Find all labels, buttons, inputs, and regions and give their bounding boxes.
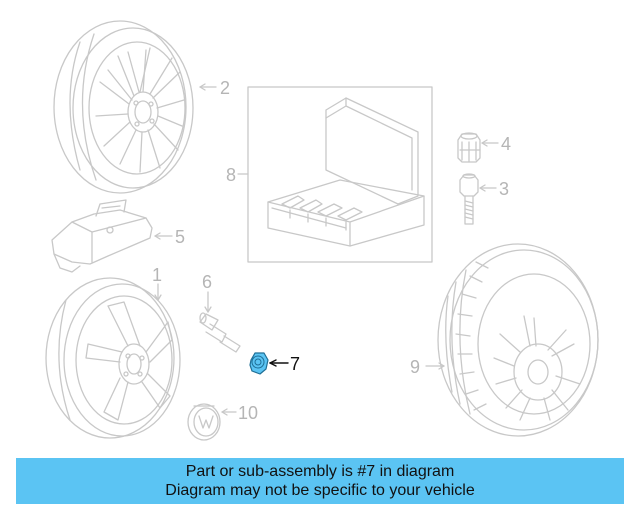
wheel-upper-part[interactable] [53,20,194,194]
callout-10-label: 10 [238,403,258,423]
callout-5-arrow [154,232,161,240]
banner-line-part-number: Part or sub-assembly is #7 in diagram [185,463,455,480]
banner-line-disclaimer: Diagram may not be specific to your vehi… [165,482,475,499]
info-banner: Part or sub-assembly is #7 in diagram Di… [16,458,624,504]
callout-8-label: 8 [226,165,236,185]
callout-2-arrow [199,83,206,91]
cap-nut-part[interactable] [457,132,481,163]
wheel-lower-part[interactable] [45,277,181,439]
callout-6-label: 6 [202,272,212,292]
callout-5-label: 5 [175,227,185,247]
callout-3-label: 3 [499,179,509,199]
callout-3-arrow [479,184,486,192]
callout-9-arrow [438,362,445,370]
valve-stem-part[interactable] [199,312,241,353]
tpms-sensor-part[interactable] [51,199,153,273]
callout-7-arrow [269,359,277,367]
callout-1-label: 1 [152,265,162,285]
callout-4-label: 4 [501,134,511,154]
callout-2-label: 2 [220,78,230,98]
callout-4-arrow [481,139,488,147]
toolkit-box-part[interactable] [247,86,433,263]
tire-wheel-part[interactable] [437,243,599,437]
wheel-bolt-part[interactable] [459,173,479,225]
callout-1-arrow [154,294,162,301]
callout-9-label: 9 [410,357,420,377]
highlighted-nut-part[interactable] [249,352,269,375]
callout-7-label: 7 [290,354,300,374]
hub-cap-part[interactable] [187,403,221,441]
callout-10-arrow [221,408,228,416]
callout-6-arrow [204,306,212,313]
